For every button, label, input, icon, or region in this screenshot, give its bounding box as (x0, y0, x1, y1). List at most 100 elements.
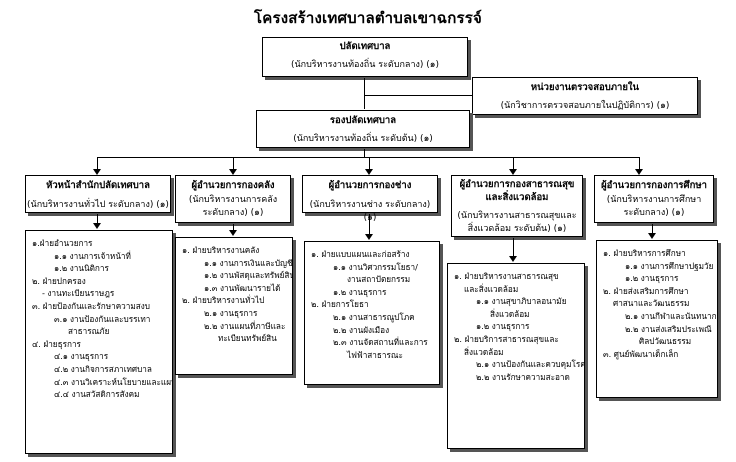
list-item: ไฟฟ้าสาธารณะ (347, 349, 403, 360)
list-item: ๑.๒ งานธุรการ (333, 286, 387, 297)
list-item: ๑.๒ งานธุรการ (625, 273, 679, 284)
list-item: ๑.๑ งานสุขาภิบาลอนามัย (476, 296, 567, 307)
deputy-administrator-position: (นักบริหารงานท้องถิ่น ระดับต้น) (๑) (293, 134, 433, 144)
connector-dept-2 (233, 157, 234, 169)
dept-finance-box: ผู้อำนวยการกองคลัง (นักบริหารงานการคลัง … (175, 175, 291, 223)
list-item: ๑.๒ งานนิติการ (54, 263, 109, 274)
list-item: สาธารณภัย (68, 326, 110, 337)
list-item: ๒.๑ งานธุรการ (204, 307, 258, 318)
connector-list-5 (652, 224, 653, 233)
list-item: ๒.๒ งานผังเมือง (333, 324, 390, 335)
engineering-sections-list: ๑. ฝ่ายแบบแผนและก่อสร้าง ๑.๑ งานวิศวกรรม… (304, 241, 440, 385)
dept-public-health-title: ผู้อำนวยการกองสาธารณสุข (459, 179, 575, 190)
connector-departments-horizontal (97, 157, 639, 158)
list-item: ศาสนาและวัฒนธรรม (613, 298, 690, 309)
dept-education-position-line1: (นักบริหารงานการศึกษา (606, 195, 702, 205)
education-sections-list: ๑. ฝ่ายบริหารการศึกษา ๑.๑ งานการศึกษาปฐม… (596, 240, 718, 398)
list-item: ๓.๑ งานป้องกันและบรรเทา (54, 313, 151, 324)
list-item: ๑.๒ งานธุรการ (476, 321, 530, 332)
arrow-dept-2 (229, 169, 237, 175)
list-item: สิ่งแวดล้อม (490, 308, 530, 319)
public-health-sections-list: ๑. ฝ่ายบริหารงานสาธารณสุข และสิ่งแวดล้อม… (447, 263, 585, 449)
arrow-list-1 (93, 223, 101, 229)
internal-audit-title: หน่วยงานตรวจสอบภายใน (530, 82, 640, 93)
connector-dept-3 (369, 157, 370, 169)
list-item: ๓. ศูนย์พัฒนาเด็กเล็ก (603, 348, 679, 359)
list-item: ศิลปวัฒนธรรม (639, 336, 692, 347)
internal-audit-box: หน่วยงานตรวจสอบภายใน (นักวิชาการตรวจสอบภ… (472, 77, 698, 115)
chart-title: โครงสร้างเทศบาลตำบลเขาฉกรรจ์ (254, 9, 482, 27)
list-item: และสิ่งแวดล้อม (464, 283, 519, 294)
dept-engineering-box: ผู้อำนวยการกองช่าง (นักบริหารงานช่าง ระด… (302, 175, 438, 223)
list-item: ๒. ฝ่ายปกครอง (32, 275, 86, 286)
dept-education-position-line2: ระดับกลาง) (๑) (623, 208, 685, 218)
list-item: ๑. ฝ่ายบริหารงานสาธารณสุข (454, 271, 559, 281)
list-item: ๓. ฝ่ายป้องกันและรักษาความสงบ (32, 300, 150, 311)
connector-top-vertical (364, 78, 365, 109)
list-item: ๔.๓ งานวิเคราะห์นโยบายและแผน (54, 376, 173, 387)
arrow-list-2 (229, 230, 237, 236)
deputy-administrator-box: รองปลัดเทศบาล (นักบริหารงานท้องถิ่น ระดั… (256, 110, 470, 148)
dept-office-of-deputy-position: (นักบริหารงานทั่วไป ระดับกลาง) (๑) (27, 200, 169, 210)
dept-public-health-position-line1: (นักบริหารงานสาธารณสุขและ (457, 211, 577, 221)
list-item: ๑. ฝ่ายแบบแผนและก่อสร้าง (311, 249, 410, 259)
list-item: ๑.๑ งานวิศวกรรมโยธา/ (333, 261, 418, 272)
connector-list-4 (513, 238, 514, 256)
list-item: ทะเบียนทรัพย์สิน (218, 333, 277, 344)
dept-finance-title: ผู้อำนวยการกองคลัง (191, 180, 275, 191)
list-item: ๔.๑ งานธุรการ (54, 351, 109, 362)
chief-administrator-box: ปลัดเทศบาล (นักบริหารงานท้องถิ่น ระดับกล… (262, 37, 468, 77)
list-item: ๑.๑ งานการเจ้าหน้าที่ (54, 250, 131, 261)
connector-deputy-vertical (364, 149, 365, 157)
list-item: ๒.๒ งานแผนที่ภาษีและ (204, 320, 286, 331)
connector-dept-5 (639, 157, 640, 169)
connector-list-2 (233, 224, 234, 230)
dept-education-box: ผู้อำนวยการกองการศึกษา (นักบริหารงานการศ… (594, 175, 714, 223)
connector-list-3 (369, 214, 370, 234)
dept-office-of-deputy-box: หัวหน้าสำนักปลัดเทศบาล (นักบริหารงานทั่ว… (25, 175, 171, 213)
list-item: ๔.๔ งานสวัสดิการสังคม (54, 389, 140, 400)
list-item: ๒.๒ งานรักษาความสะอาด (476, 371, 570, 382)
internal-audit-position: (นักวิชาการตรวจสอบภายในปฏิบัติการ) (๑) (500, 101, 670, 111)
connector-audit-horizontal (365, 95, 472, 96)
list-item: ๒. ฝ่ายการโยธา (311, 299, 369, 310)
list-item: ๒.๒ งานส่งเสริมประเพณี (625, 323, 712, 334)
dept-finance-position-line2: ระดับกลาง) (๑) (202, 208, 264, 218)
dept-finance-position-line1: (นักบริหารงานการคลัง (188, 195, 278, 205)
list-item: สิ่งแวดล้อม (464, 346, 504, 357)
dept-engineering-title: ผู้อำนวยการกองช่าง (328, 180, 412, 191)
chief-administrator-title: ปลัดเทศบาล (339, 41, 391, 52)
arrow-dept-1 (93, 169, 101, 175)
arrow-dept-3 (365, 169, 373, 175)
arrow-list-4 (509, 256, 517, 262)
list-item: ๑. ฝ่ายบริหารการศึกษา (603, 248, 686, 258)
dept-engineering-position: (นักบริหารงานช่าง ระดับกลาง) (๑) (309, 200, 431, 223)
arrow-list-5 (648, 233, 656, 239)
list-item: ๒. ฝ่ายส่งเสริมการศึกษา (603, 285, 689, 296)
list-item: ๑.๓ งานพัฒนารายได้ (204, 282, 281, 293)
dept-education-title: ผู้อำนวยการกองการศึกษา (601, 180, 707, 191)
list-item: งานสถาปัตยกรรม (347, 274, 411, 285)
list-item: ๒.๑ งานสาธารณูปโภค (333, 311, 415, 322)
connector-dept-1 (97, 157, 98, 169)
list-item: ๒.๑ งานกีฬาและนันทนาการ (625, 310, 718, 321)
office-of-deputy-sections-list: ๑.ฝ่ายอำนวยการ ๑.๑ งานการเจ้าหน้าที่ ๑.๒… (25, 230, 173, 454)
list-item: ๑.๑ งานการเงินและบัญชี (204, 257, 293, 268)
connector-dept-4 (513, 157, 514, 169)
list-item: ๒.๑ งานป้องกันและควบคุมโรค (476, 359, 585, 370)
list-item: ๒. ฝ่ายบริหารงานทั่วไป (182, 295, 265, 306)
arrow-dept-5 (635, 169, 643, 175)
list-item: ๑.๑ งานการศึกษาปฐมวัย (625, 260, 714, 271)
list-item: - งานทะเบียนราษฎร (42, 288, 115, 299)
deputy-administrator-title: รองปลัดเทศบาล (329, 115, 397, 126)
arrow-dept-4 (509, 169, 517, 175)
dept-public-health-box: ผู้อำนวยการกองสาธารณสุข และสิ่งแวดล้อม (… (451, 175, 583, 237)
list-item: ๑.๒ งานพัสดุและทรัพย์สิน (204, 270, 293, 281)
dept-public-health-position-line2: สิ่งแวดล้อม ระดับต้น) (๑) (467, 224, 567, 234)
dept-public-health-title-line2: และสิ่งแวดล้อม (485, 192, 549, 203)
list-item: ๑.ฝ่ายอำนวยการ (32, 238, 93, 248)
dept-office-of-deputy-title: หัวหน้าสำนักปลัดเทศบาล (46, 180, 150, 191)
list-item: ๒.๓ งานจัดสถานที่และการ (333, 337, 428, 348)
list-item: ๑. ฝ่ายบริหารงานคลัง (182, 245, 260, 255)
list-item: ๔. ฝ่ายธุรการ (32, 338, 81, 349)
